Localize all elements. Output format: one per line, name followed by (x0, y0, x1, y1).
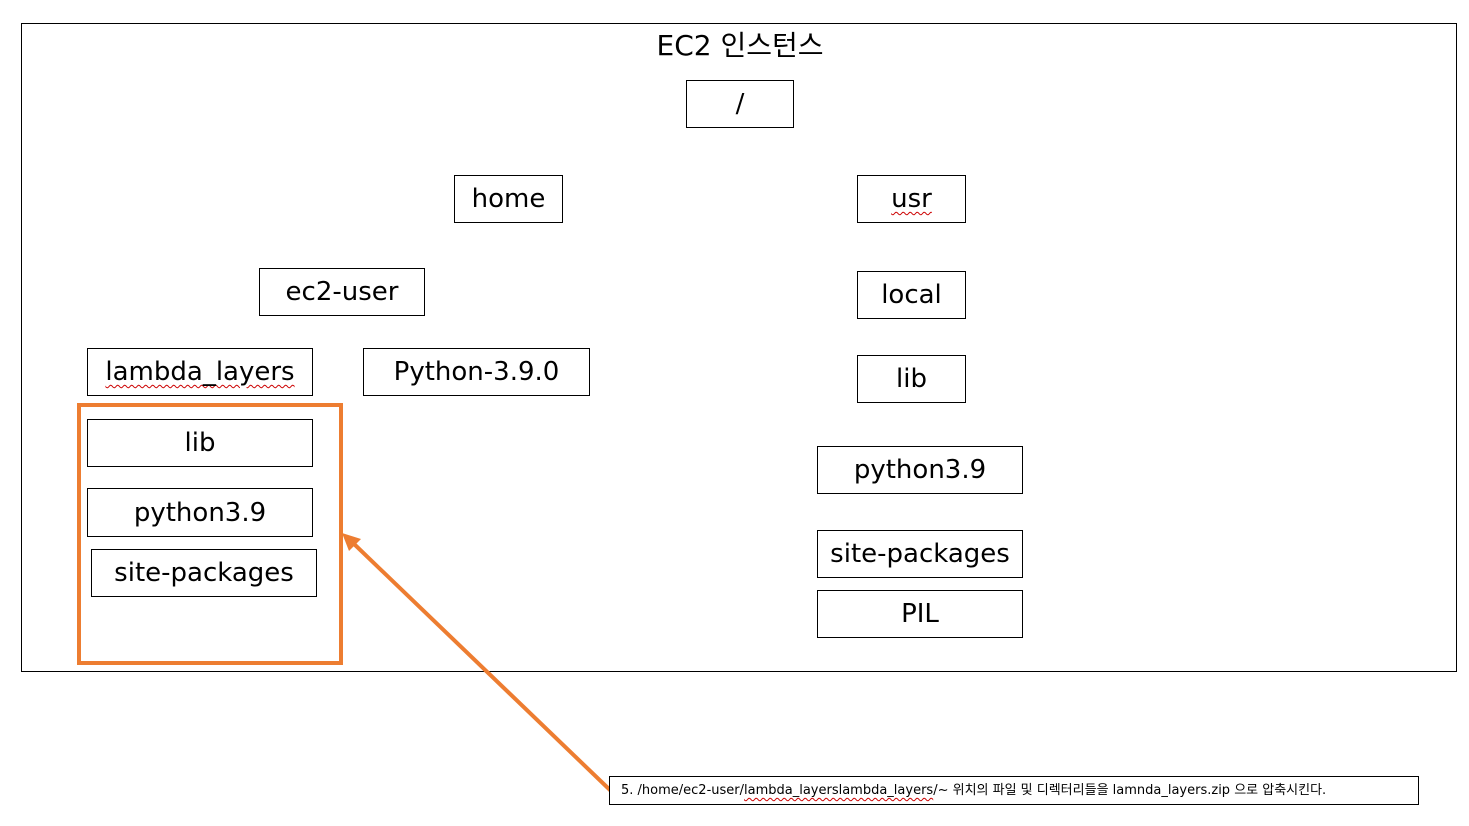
node-local: local (857, 271, 966, 319)
node-usr-lib-label: lib (896, 364, 927, 394)
diagram-title: EC2 인스턴스 (656, 29, 824, 62)
node-usr-site-packages: site-packages (817, 530, 1023, 578)
layer-highlight-box (77, 403, 343, 665)
note-prefix: 5. /home/ec2-user/ (621, 783, 744, 798)
node-usr-python-label: python3.9 (853, 455, 987, 485)
node-home: home (454, 175, 563, 223)
node-home-label: home (471, 184, 546, 214)
node-root-label: / (735, 89, 745, 119)
note-path-underlined: lambda_layerslambda_layers (744, 783, 934, 798)
note-suffix: /~ 위치의 파일 및 디렉터리들을 lamnda_layers.zip 으로 … (933, 783, 1327, 798)
node-layer-site-packages: site-packages (91, 549, 317, 597)
node-layer-site-packages-label: site-packages (114, 558, 294, 588)
node-ec2-user-label: ec2-user (285, 277, 399, 307)
node-root: / (686, 80, 794, 128)
node-layer-lib: lib (87, 419, 313, 467)
node-local-label: local (881, 280, 942, 310)
step-note: 5. /home/ec2-user/lambda_layerslambda_la… (609, 776, 1419, 805)
node-lambda-layers: lambda_layers (87, 348, 313, 396)
node-layer-lib-label: lib (184, 428, 216, 458)
ec2-instance-frame (21, 23, 1457, 672)
node-layer-python: python3.9 (87, 488, 313, 537)
node-layer-python-label: python3.9 (133, 497, 267, 528)
node-pil-label: PIL (901, 599, 939, 629)
node-python-src: Python-3.9.0 (363, 348, 590, 396)
node-usr-lib: lib (857, 355, 966, 403)
node-pil: PIL (817, 590, 1023, 638)
callout-arrowhead (342, 533, 361, 551)
node-lambda-layers-label: lambda_layers (105, 357, 295, 387)
node-usr-label: usr (891, 184, 932, 214)
node-ec2-user: ec2-user (259, 268, 425, 316)
node-usr: usr (857, 175, 966, 223)
node-python-src-label: Python-3.9.0 (393, 357, 560, 387)
node-usr-python: python3.9 (817, 446, 1023, 494)
callout-arrow-line (350, 540, 612, 792)
node-usr-site-packages-label: site-packages (830, 539, 1010, 569)
